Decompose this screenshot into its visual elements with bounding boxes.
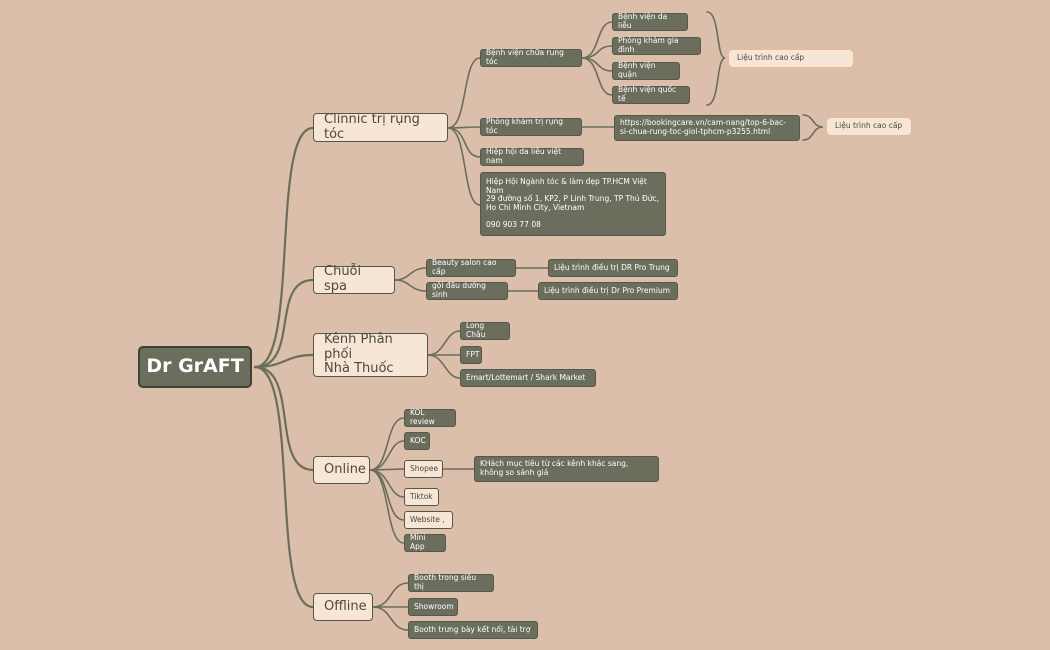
online-item-shopee[interactable]: Shopee — [404, 460, 443, 478]
online-item-kol[interactable]: KOL review — [404, 409, 456, 427]
offline-item[interactable]: Booth trưng bày kết nối, tài trợ — [408, 621, 538, 639]
pharmacy-item[interactable]: Long Châu — [460, 322, 510, 340]
clinic-room-summary[interactable]: Liệu trình cao cấp — [826, 117, 912, 136]
offline-item[interactable]: Showroom — [408, 598, 458, 616]
pharmacy-item[interactable]: FPT — [460, 346, 482, 364]
clinic-room-node[interactable]: Phòng khám trị rụng tóc — [480, 118, 582, 136]
online-item-koc[interactable]: KOC — [404, 432, 430, 450]
pharmacy-item[interactable]: Emart/Lottemart / Shark Market — [460, 369, 596, 387]
branch-spa[interactable]: Chuỗi spa — [313, 264, 395, 294]
shampoo-node[interactable]: gội đầu dưỡng sinh — [426, 282, 508, 300]
hospital-item[interactable]: Phòng khám gia đình — [612, 37, 701, 55]
hospital-summary[interactable]: Liệu trình cao cấp — [728, 49, 854, 68]
root-node[interactable]: Dr GrAFT — [138, 346, 252, 388]
salon-treatment-node[interactable]: Liệu trình điều trị DR Pro Trung — [548, 259, 678, 277]
offline-item[interactable]: Booth trong siêu thị — [408, 574, 494, 592]
online-item-miniapp[interactable]: Mini App — [404, 534, 446, 552]
branch-clinic[interactable]: Clinnic trị rụng tóc — [313, 112, 448, 142]
association-node[interactable]: Hiệp hội da liễu việt nam — [480, 148, 584, 166]
hcm-association-node[interactable]: Hiệp Hội Ngành tóc & làm đẹp TP.HCM Việt… — [480, 172, 666, 236]
branch-pharmacy[interactable]: Kênh Phân phối Nhà Thuốc — [313, 332, 428, 377]
hospital-item[interactable]: Bệnh viện quốc tế — [612, 86, 690, 104]
hospital-item[interactable]: Bệnh viện quận — [612, 62, 680, 80]
branch-online[interactable]: Online — [313, 456, 370, 484]
branch-offline[interactable]: Offline — [313, 593, 373, 621]
shopee-note[interactable]: KHách mục tiêu từ các kênh khác sang, kh… — [474, 456, 659, 482]
shampoo-treatment-node[interactable]: Liệu trình điều trị Dr Pro Premium — [538, 282, 678, 300]
clinic-room-link[interactable]: https://bookingcare.vn/cam-nang/top-6-ba… — [614, 115, 800, 141]
salon-node[interactable]: Beauty salon cao cấp — [426, 259, 516, 277]
hospital-node[interactable]: Bệnh viện chữa rụng tóc — [480, 49, 582, 67]
online-item-website[interactable]: Website , — [404, 511, 453, 529]
online-item-tiktok[interactable]: Tiktok — [404, 488, 439, 506]
hospital-item[interactable]: Bệnh viện da liễu — [612, 13, 688, 31]
